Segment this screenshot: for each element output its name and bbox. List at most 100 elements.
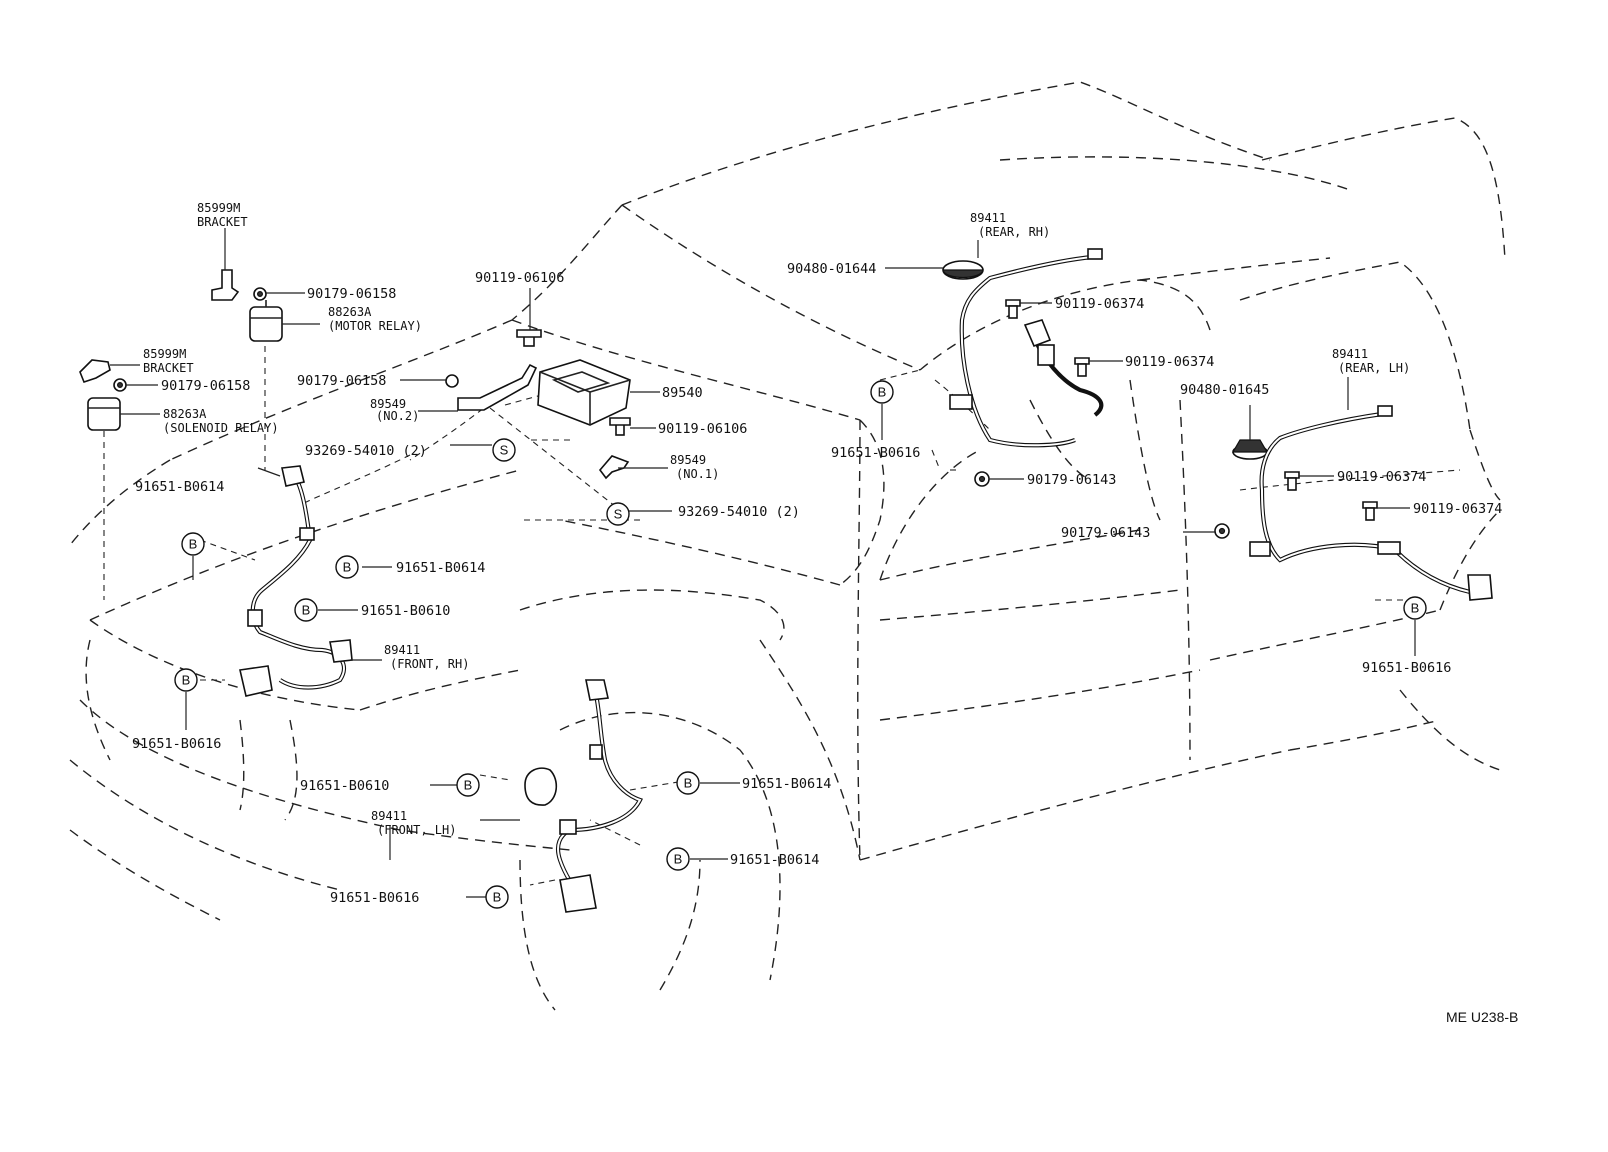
ecu-module-icon (537, 359, 631, 426)
nut-mid-icon (113, 378, 127, 392)
label-bolt-rear-lh-1: 90119-06374 (1337, 469, 1426, 485)
rear-rh-nut-icon (974, 471, 990, 487)
solenoid-relay-icon (87, 397, 121, 431)
bolt-marker-front-lh-3: B (666, 847, 690, 871)
label-bolt-rear-rh-1: 90119-06374 (1055, 296, 1144, 312)
label-sensor-rear-lh-pn: 89411 (1332, 347, 1368, 361)
svg-text:B: B (1411, 601, 1420, 616)
label-solenoid-relay-pn: 88263A (163, 407, 207, 421)
label-screw-no2: 93269-54010 (2) (305, 443, 427, 459)
bracket-top-icon (211, 269, 240, 301)
label-bracket-no2-pn: 89549 (370, 397, 406, 411)
label-bolt-front-lh-1: 91651-B0610 (300, 778, 389, 794)
label-screw-no1: 93269-54010 (2) (678, 504, 800, 520)
bolt-marker-front-lh-4: B (485, 885, 509, 909)
label-sensor-rear-lh-name: (REAR, LH) (1338, 361, 1410, 375)
label-motor-relay-name: (MOTOR RELAY) (328, 319, 422, 333)
svg-text:B: B (674, 852, 683, 867)
bracket-no1-icon (598, 455, 630, 480)
label-sensor-rear-rh-name: (REAR, RH) (978, 225, 1050, 239)
bolt-marker-front-rh-top: B (181, 532, 205, 556)
bolt-marker-rear-lh: B (1403, 596, 1427, 620)
sensor-rear-rh-wire (949, 248, 1104, 448)
label-grommet-rh: 90480-01644 (787, 261, 876, 277)
label-grommet-lh: 90480-01645 (1180, 382, 1269, 398)
label-sensor-front-lh-name: (FRONT, LH) (377, 823, 456, 837)
label-bracket-mid-name: BRACKET (143, 361, 194, 375)
label-bolt-rear-lh-clamp: 91651-B0616 (1362, 660, 1451, 676)
motor-relay-icon (249, 300, 283, 342)
bracket-no2-icon (457, 363, 538, 411)
label-bolt-front-rh-2: 91651-B0610 (361, 603, 450, 619)
diagram-code: ME U238-B (1446, 1009, 1518, 1025)
label-nut-mid: 90179-06158 (161, 378, 250, 394)
ecu-bolt-top-icon (516, 329, 542, 347)
bolt-marker-front-lh-2: B (676, 771, 700, 795)
reference-lines (103, 313, 1461, 886)
vehicle-body-outline (69, 81, 1506, 1011)
label-sensor-front-rh-name: (FRONT, RH) (390, 657, 469, 671)
bolt-marker-front-lh-1: B (456, 773, 480, 797)
label-solenoid-relay-name: (SOLENOID RELAY) (163, 421, 279, 435)
svg-text:B: B (878, 385, 887, 400)
label-bolt-front-lh-4: 91651-B0616 (330, 890, 419, 906)
bolt-marker-rear-rh: B (870, 380, 894, 404)
svg-text:B: B (343, 560, 352, 575)
svg-text:B: B (189, 537, 198, 552)
svg-text:B: B (464, 778, 473, 793)
svg-text:B: B (493, 890, 502, 905)
label-ecu: 89540 (662, 385, 703, 401)
bracket-mid-icon (79, 359, 111, 383)
label-bolt-front-rh: 91651-B0614 (135, 479, 224, 495)
part-labels: 85999M BRACKET 90179-06158 88263A (MOTOR… (132, 201, 1518, 1025)
label-bolt-rear-lh-2: 90119-06374 (1413, 501, 1502, 517)
screw-marker-no2: S (492, 438, 516, 462)
nut-top-icon (253, 287, 267, 301)
rear-lh-bolt-1-icon (1284, 471, 1300, 491)
svg-text:B: B (302, 603, 311, 618)
rear-lh-nut-icon (1214, 523, 1230, 539)
label-motor-relay-pn: 88263A (328, 305, 372, 319)
ecu-bolt-side-icon (609, 417, 631, 436)
label-sensor-front-lh-pn: 89411 (371, 809, 407, 823)
label-bolt-rear-rh-2: 90119-06374 (1125, 354, 1214, 370)
sensor-front-rh-wire (239, 465, 353, 697)
svg-text:S: S (614, 507, 623, 522)
label-bolt-front-lh-3: 91651-B0614 (730, 852, 819, 868)
leader-lines (110, 228, 1416, 898)
label-nut-ecu: 90179-06158 (297, 373, 386, 389)
label-bolt-front-rh-1: 91651-B0614 (396, 560, 485, 576)
svg-text:B: B (684, 776, 693, 791)
label-bolt-ecu-top: 90119-06106 (475, 270, 564, 286)
label-bolt-ecu-side: 90119-06106 (658, 421, 747, 437)
label-bracket-top-pn: 85999M (197, 201, 240, 215)
ecu-nut-icon (445, 374, 459, 388)
label-sensor-rear-rh-pn: 89411 (970, 211, 1006, 225)
label-bolt-rear-rh-clamp: 91651-B0616 (831, 445, 920, 461)
bolt-marker-front-rh-3: B (174, 668, 198, 692)
label-bracket-mid-pn: 85999M (143, 347, 186, 361)
rear-rh-bolt-1-icon (1005, 299, 1021, 319)
grommet-lh-icon (1231, 439, 1269, 460)
label-bracket-no1-name: (NO.1) (676, 467, 719, 481)
label-bracket-no1-pn: 89549 (670, 453, 706, 467)
grommet-rh-icon (942, 260, 984, 280)
svg-text:S: S (500, 443, 509, 458)
label-nut-rear-rh: 90179-06143 (1027, 472, 1116, 488)
label-nut-rear-lh: 90179-06143 (1061, 525, 1150, 541)
label-sensor-front-rh-pn: 89411 (384, 643, 420, 657)
label-bolt-front-lh-2: 91651-B0614 (742, 776, 831, 792)
svg-text:B: B (182, 673, 191, 688)
bolt-marker-front-rh-1: B (335, 555, 359, 579)
label-nut-top: 90179-06158 (307, 286, 396, 302)
label-bracket-top-name: BRACKET (197, 215, 248, 229)
screw-marker-no1: S (606, 502, 630, 526)
bolt-marker-front-rh-2: B (294, 598, 318, 622)
label-bracket-no2-name: (NO.2) (376, 409, 419, 423)
rear-lh-bolt-2-icon (1362, 501, 1378, 521)
label-bolt-front-rh-3: 91651-B0616 (132, 736, 221, 752)
sensor-rear-lh-wire (1249, 405, 1493, 601)
rear-rh-bolt-2-icon (1074, 357, 1090, 377)
sensor-front-lh-wire (524, 679, 643, 913)
